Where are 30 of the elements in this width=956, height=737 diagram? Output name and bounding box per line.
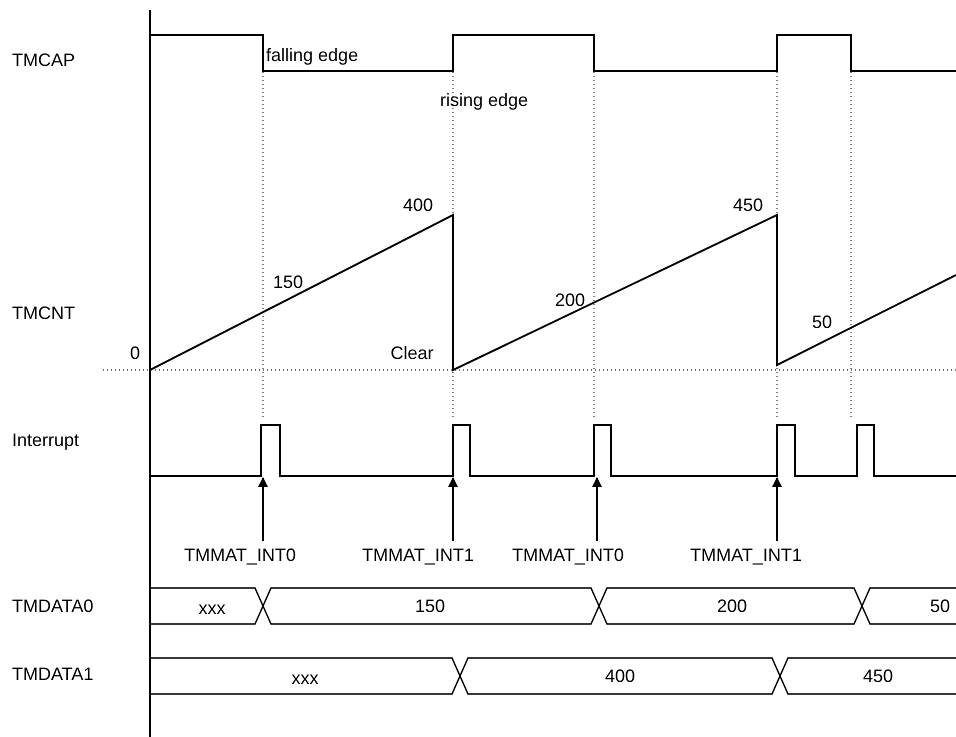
bus-value: 450	[862, 666, 894, 686]
interrupt-label: TMMAT_INT0	[184, 545, 296, 565]
signal-name: TMDATA0	[12, 596, 94, 616]
value-label: 400	[402, 195, 434, 215]
interrupt-waveform	[150, 424, 956, 477]
arrow	[258, 477, 268, 541]
bus-value: 400	[604, 666, 636, 686]
bus-value: xxx	[198, 598, 226, 618]
value-label: 50	[812, 312, 832, 332]
arrow	[592, 477, 602, 541]
value-label: 450	[732, 195, 764, 215]
bus-value: 50	[930, 596, 950, 616]
interrupt-label: TMMAT_INT1	[690, 545, 802, 565]
signal-name: Interrupt	[12, 430, 80, 450]
interrupt-label: TMMAT_INT0	[512, 545, 624, 565]
bus-value: xxx	[292, 668, 318, 688]
annotation: Clear	[390, 343, 434, 363]
interrupt-label: TMMAT_INT1	[362, 545, 474, 565]
signal-name: TMDATA1	[12, 664, 94, 684]
value-label: 200	[554, 290, 586, 310]
signal-name: TMCAP	[12, 50, 75, 70]
arrow	[448, 477, 458, 541]
value-label: 0	[130, 343, 140, 363]
annotation: falling edge	[266, 45, 358, 65]
arrow	[772, 477, 782, 541]
annotation: rising edge	[440, 90, 528, 110]
bus-value: 150	[414, 596, 446, 616]
signal-name: TMCNT	[12, 303, 75, 323]
value-label: 150	[272, 272, 304, 292]
bus-value: 200	[716, 596, 748, 616]
